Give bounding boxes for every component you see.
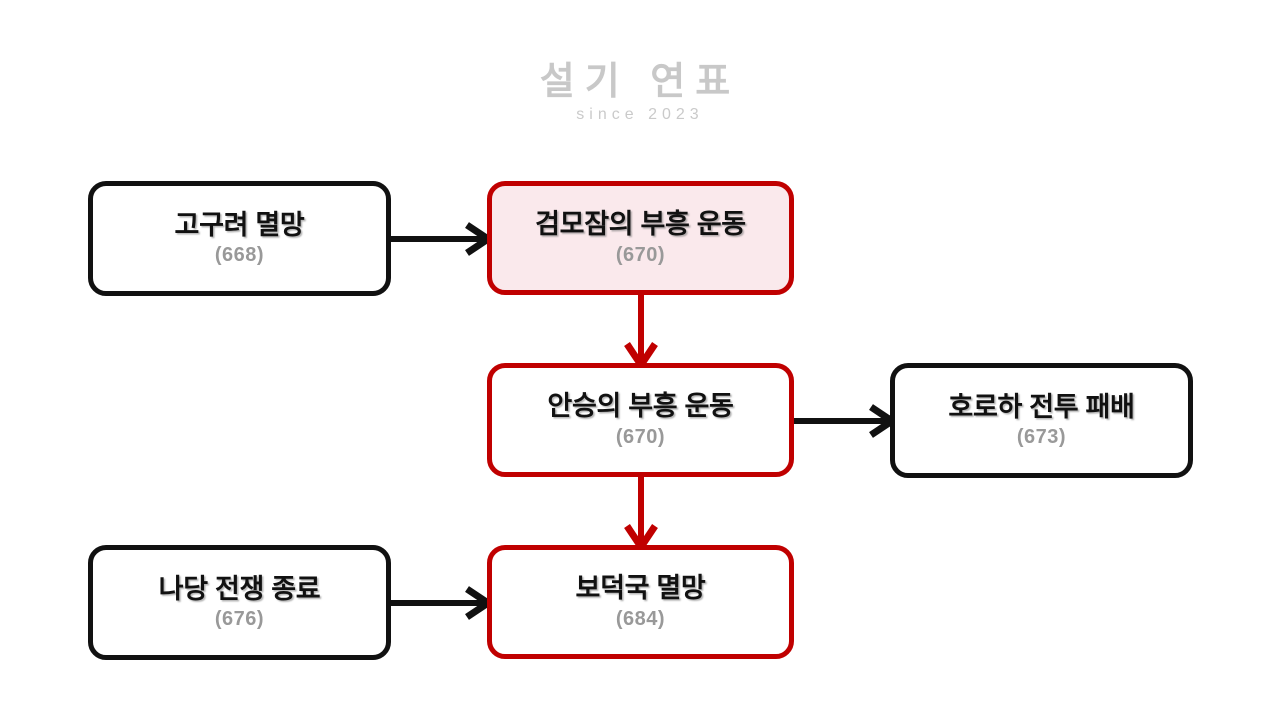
node-title: 검모잠의 부흥 운동 (535, 209, 746, 240)
node-year: (673) (1016, 426, 1067, 449)
edge-nadang-to-bodeokguk (388, 586, 495, 620)
watermark-title: 설기 연표 (539, 61, 741, 103)
node-title: 호로하 전투 패배 (948, 391, 1135, 422)
node-title: 고구려 멸망 (174, 209, 305, 240)
node-horoha-defeat[interactable]: 호로하 전투 패배 (673) (890, 363, 1193, 478)
watermark-subtitle: since 2023 (576, 105, 704, 123)
edge-goguryeo-to-geommojam (388, 222, 495, 256)
node-year: (684) (615, 607, 666, 630)
node-title: 안승의 부흥 운동 (547, 391, 734, 422)
node-bodeokguk-fall[interactable]: 보덕국 멸망 (684) (487, 545, 794, 659)
node-goguryeo-fall[interactable]: 고구려 멸망 (668) (88, 181, 391, 296)
node-year: (668) (214, 244, 265, 267)
node-geommojam-revival[interactable]: 검모잠의 부흥 운동 (670) (487, 181, 794, 295)
node-nadang-war-end[interactable]: 나당 전쟁 종료 (676) (88, 545, 391, 660)
node-year: (670) (615, 243, 666, 266)
node-title: 나당 전쟁 종료 (158, 573, 321, 604)
watermark: 설기 연표 since 2023 (0, 61, 1280, 124)
node-anseung-revival[interactable]: 안승의 부흥 운동 (670) (487, 363, 794, 477)
node-year: (670) (615, 425, 666, 448)
edge-geommojam-to-anseung (624, 292, 658, 372)
node-year: (676) (214, 608, 265, 631)
node-title: 보덕국 멸망 (575, 573, 706, 604)
edge-anseung-to-bodeokguk (624, 474, 658, 554)
edge-anseung-to-horoha (790, 404, 899, 438)
